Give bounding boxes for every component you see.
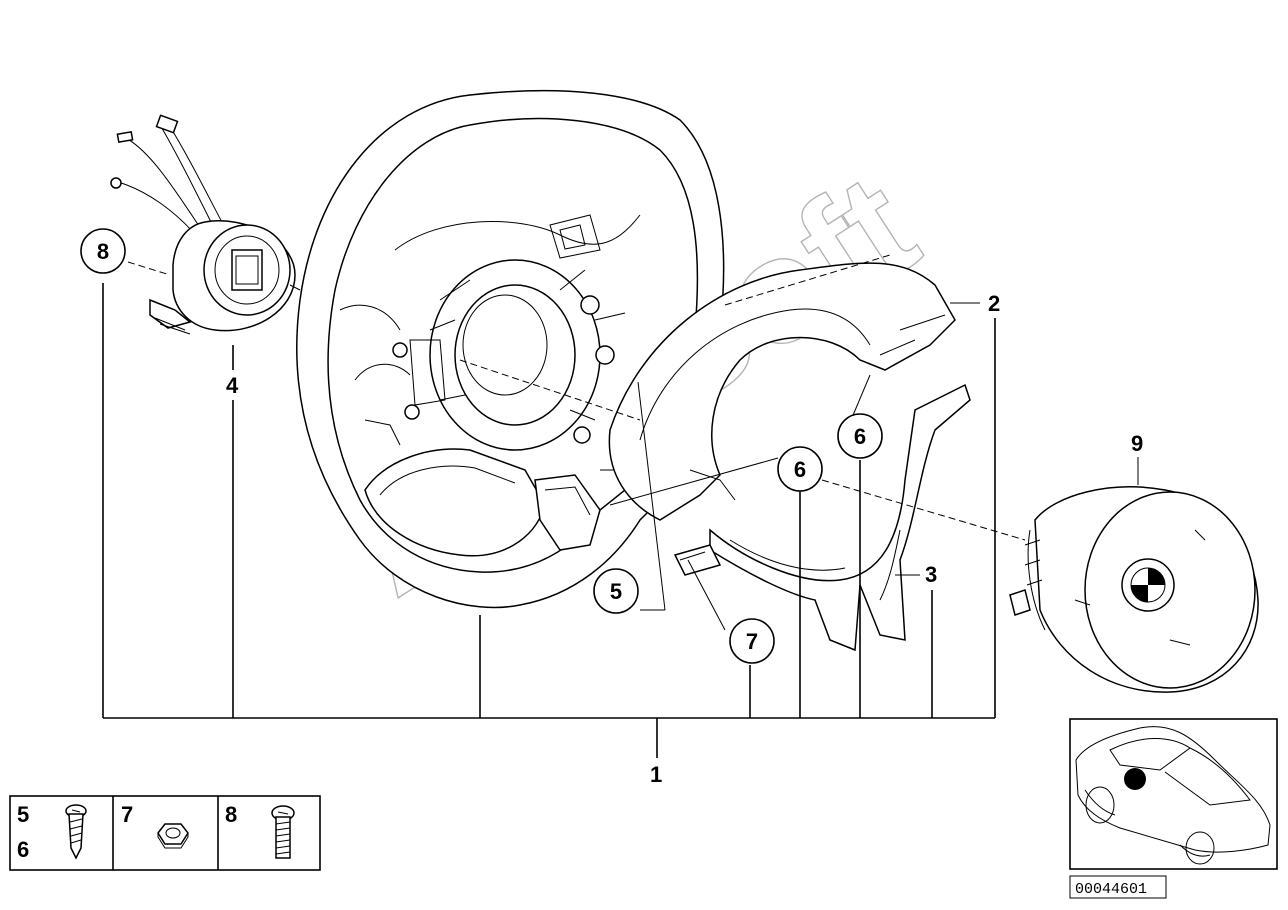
svg-text:8: 8 (225, 802, 237, 827)
trim-cover-part[interactable] (608, 262, 956, 521)
svg-text:8: 8 (97, 239, 109, 264)
diagram-number: 00044601 (1069, 875, 1167, 899)
svg-text:6: 6 (17, 837, 29, 862)
lower-trim-part[interactable] (673, 383, 971, 652)
svg-text:7: 7 (746, 629, 758, 654)
callout-4: 4 (226, 373, 239, 398)
svg-text:6: 6 (854, 424, 866, 449)
svg-text:3: 3 (925, 562, 937, 587)
svg-text:9: 9 (1131, 431, 1143, 456)
svg-text:6: 6 (794, 457, 806, 482)
svg-text:5: 5 (17, 802, 29, 827)
callout-5: 5 (593, 568, 639, 614)
svg-text:1: 1 (650, 762, 662, 787)
callout-2: 2 (988, 291, 1000, 316)
screw-icon (65, 804, 87, 860)
leader-lines (127, 254, 1139, 631)
callout-1: 1 (650, 762, 662, 787)
callout-3: 3 (925, 562, 937, 587)
svg-text:4: 4 (226, 373, 239, 398)
assembly-bracket (102, 283, 996, 758)
fasteners-legend: 5 6 7 8 (9, 795, 321, 871)
bolt-icon (271, 805, 295, 859)
airbag-module-part[interactable] (1009, 486, 1259, 693)
svg-text:7: 7 (121, 802, 133, 827)
svg-text:00044601: 00044601 (1075, 881, 1147, 898)
svg-text:5: 5 (610, 579, 622, 604)
callout-8: 8 (80, 228, 126, 274)
car-locator-icon (1069, 718, 1278, 870)
nut-icon (157, 823, 189, 849)
callout-7: 7 (729, 618, 775, 664)
callout-6b: 6 (837, 413, 883, 459)
svg-text:2: 2 (988, 291, 1000, 316)
callout-6a: 6 (777, 446, 823, 492)
bmw-logo-icon (1121, 558, 1175, 612)
callout-9: 9 (1131, 431, 1143, 456)
clock-spring-part[interactable] (110, 114, 296, 335)
